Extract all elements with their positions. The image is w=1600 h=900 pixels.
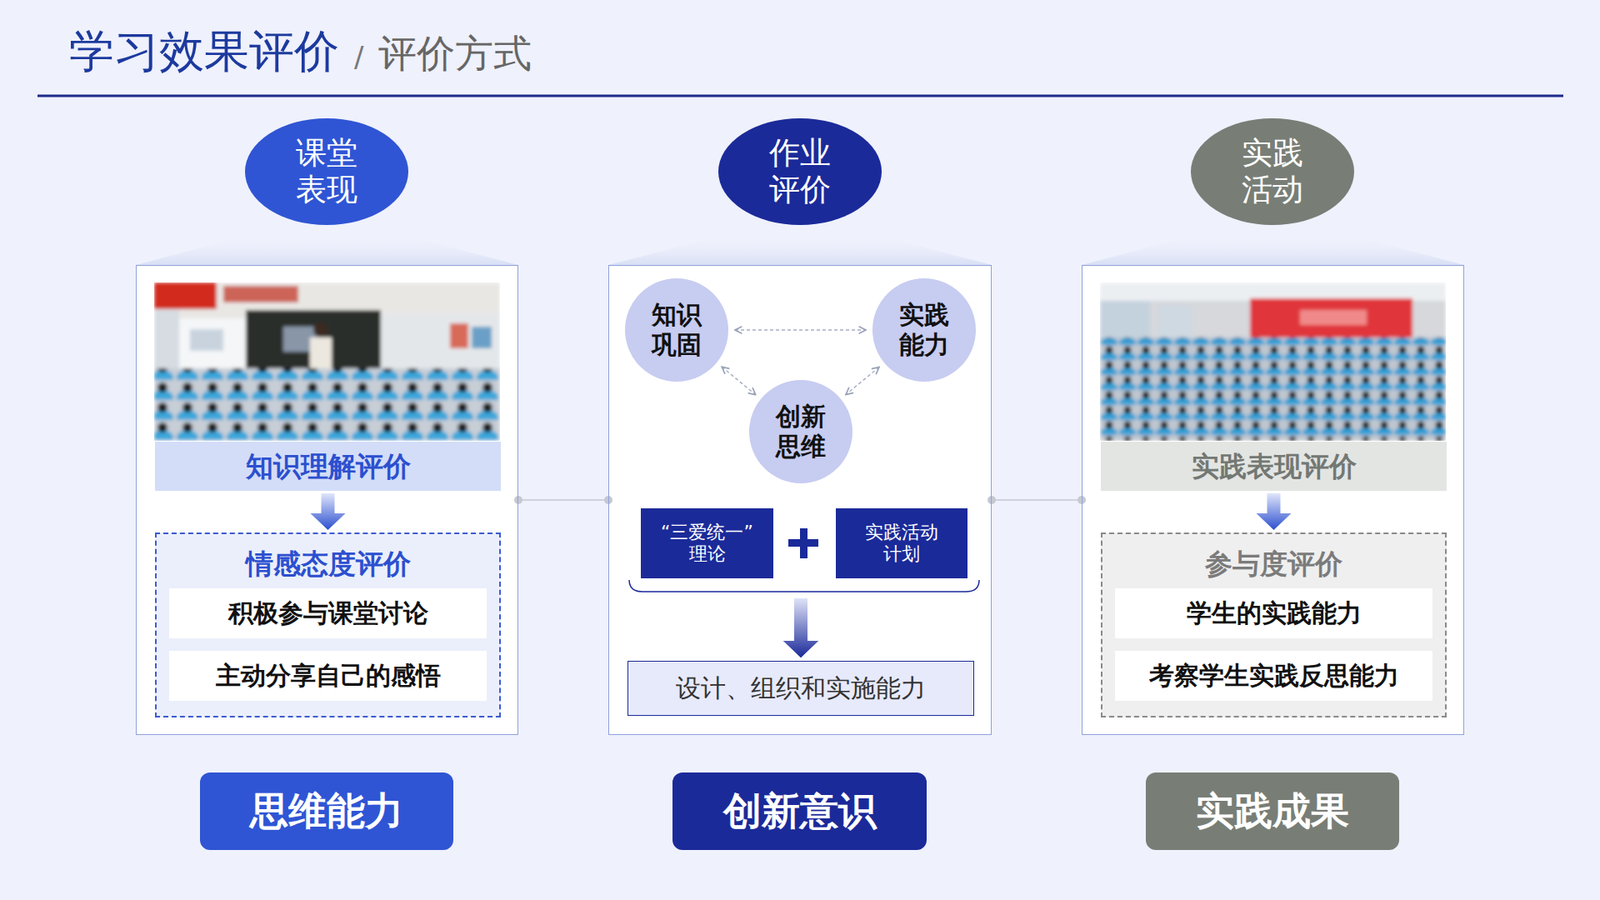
node-text: 创新 思维 (749, 401, 853, 462)
node-text: 考察学生实践反思能力 (1149, 660, 1400, 691)
shape-fill (872, 278, 976, 382)
panel-shadow (1081, 235, 1465, 265)
node-text: 积极参与课堂讨论 (228, 598, 429, 629)
dashed-link (845, 367, 880, 395)
activity-photo (1100, 282, 1446, 441)
plus-symbol (788, 528, 819, 559)
block-arrow (310, 493, 346, 530)
dashed-group: 参与度评价学生的实践能力考察学生实践反思能力 (1100, 532, 1447, 718)
panel-fill (1081, 265, 1465, 735)
label-band: 实践表现评价 (1100, 441, 1447, 491)
node-text: 知识 巩固 (625, 300, 729, 360)
skill-circle: 创新 思维 (749, 380, 853, 484)
outcome-button: 实践成果 (1145, 772, 1400, 850)
category-ellipse: 作业 评价 (718, 118, 882, 225)
flow-arrow (783, 580, 980, 658)
panel-fill (135, 265, 519, 735)
dashed-link (735, 329, 866, 331)
block-arrow (1256, 493, 1292, 530)
outcome-button: 创新意识 (672, 772, 927, 850)
category-ellipse: 课堂 表现 (245, 118, 409, 225)
shape-fill (245, 118, 409, 225)
flow-arrow (629, 580, 819, 658)
node-text: 主动分享自己的感悟 (215, 660, 441, 691)
subtitle-label: 评价方式 (378, 28, 532, 80)
category-ellipse: 实践 活动 (1190, 118, 1355, 225)
shape-fill (625, 278, 729, 382)
link-dot (514, 495, 523, 505)
flow-arrow (735, 330, 866, 331)
subtitle-label: / (354, 40, 364, 74)
bracket-line (629, 580, 801, 592)
classroom-photo (154, 282, 500, 441)
flow-arrow (1256, 493, 1292, 530)
skill-circle: 知识 巩固 (625, 278, 729, 382)
dashed-link (721, 366, 756, 395)
node-text: 设计、组织和实施能力 (675, 673, 926, 704)
panel-box: 实践表现评价参与度评价学生的实践能力考察学生实践反思能力 (1081, 265, 1465, 735)
node-text: 实践表现评价 (1191, 450, 1357, 484)
panel-link (987, 495, 1086, 505)
shape-fill (1190, 118, 1355, 225)
node-text: 知识理解评价 (245, 450, 411, 484)
shape-fill (749, 380, 853, 484)
node-text: 实践成果 (1195, 788, 1350, 835)
theory-box: “三爱统一” 理论 (640, 508, 774, 579)
theory-box: 实践活动 计划 (835, 508, 968, 579)
panel-box: 知识理解评价情感态度评价积极参与课堂讨论主动分享自己的感悟 (135, 265, 519, 735)
shape-fill (718, 118, 882, 225)
node-text: 实践活动 计划 (835, 521, 968, 566)
result-box: 设计、组织和实施能力 (627, 660, 975, 716)
panel-shadow (608, 235, 992, 265)
link-line (991, 499, 1082, 501)
node-text: 参与度评价 (1102, 534, 1445, 581)
flow-arrow (721, 366, 756, 395)
node-text: “三爱统一” 理论 (640, 521, 774, 566)
flow-arrow (845, 367, 880, 395)
node-text: 实践 活动 (1190, 135, 1355, 210)
flow-arrow (310, 493, 346, 530)
item-box: 主动分享自己的感悟 (169, 650, 487, 701)
node-text: 课堂 表现 (245, 135, 409, 210)
node-text: 情感态度评价 (156, 534, 500, 581)
node-text: 作业 评价 (718, 135, 882, 210)
link-dot (987, 495, 996, 505)
label-band: 知识理解评价 (155, 441, 501, 491)
node-text: 思维能力 (250, 788, 404, 835)
link-line (518, 499, 609, 501)
dashed-group: 情感态度评价积极参与课堂讨论主动分享自己的感悟 (155, 532, 501, 718)
panel-link (514, 495, 613, 505)
item-box: 积极参与课堂讨论 (169, 588, 487, 639)
item-box: 考察学生实践反思能力 (1115, 650, 1433, 701)
block-arrow (783, 598, 819, 658)
skill-circle: 实践 能力 (872, 278, 976, 382)
item-box: 学生的实践能力 (1115, 588, 1433, 639)
panel-shadow (135, 235, 519, 265)
node-text: 实践 能力 (872, 300, 976, 360)
page-title: 学习效果评价 (69, 21, 340, 83)
panel-box: 知识 巩固 实践 能力创新 思维 “三爱统一” 理论 实践活动 计划设计、组织和实施能… (608, 265, 992, 735)
node-text: 学生的实践能力 (1186, 598, 1362, 629)
node-text: 创新意识 (723, 788, 877, 835)
outcome-button: 思维能力 (200, 772, 454, 850)
bracket-line (800, 580, 980, 592)
panel-fill (608, 265, 992, 735)
block-arrow (783, 598, 819, 658)
title-rule (37, 95, 1564, 98)
